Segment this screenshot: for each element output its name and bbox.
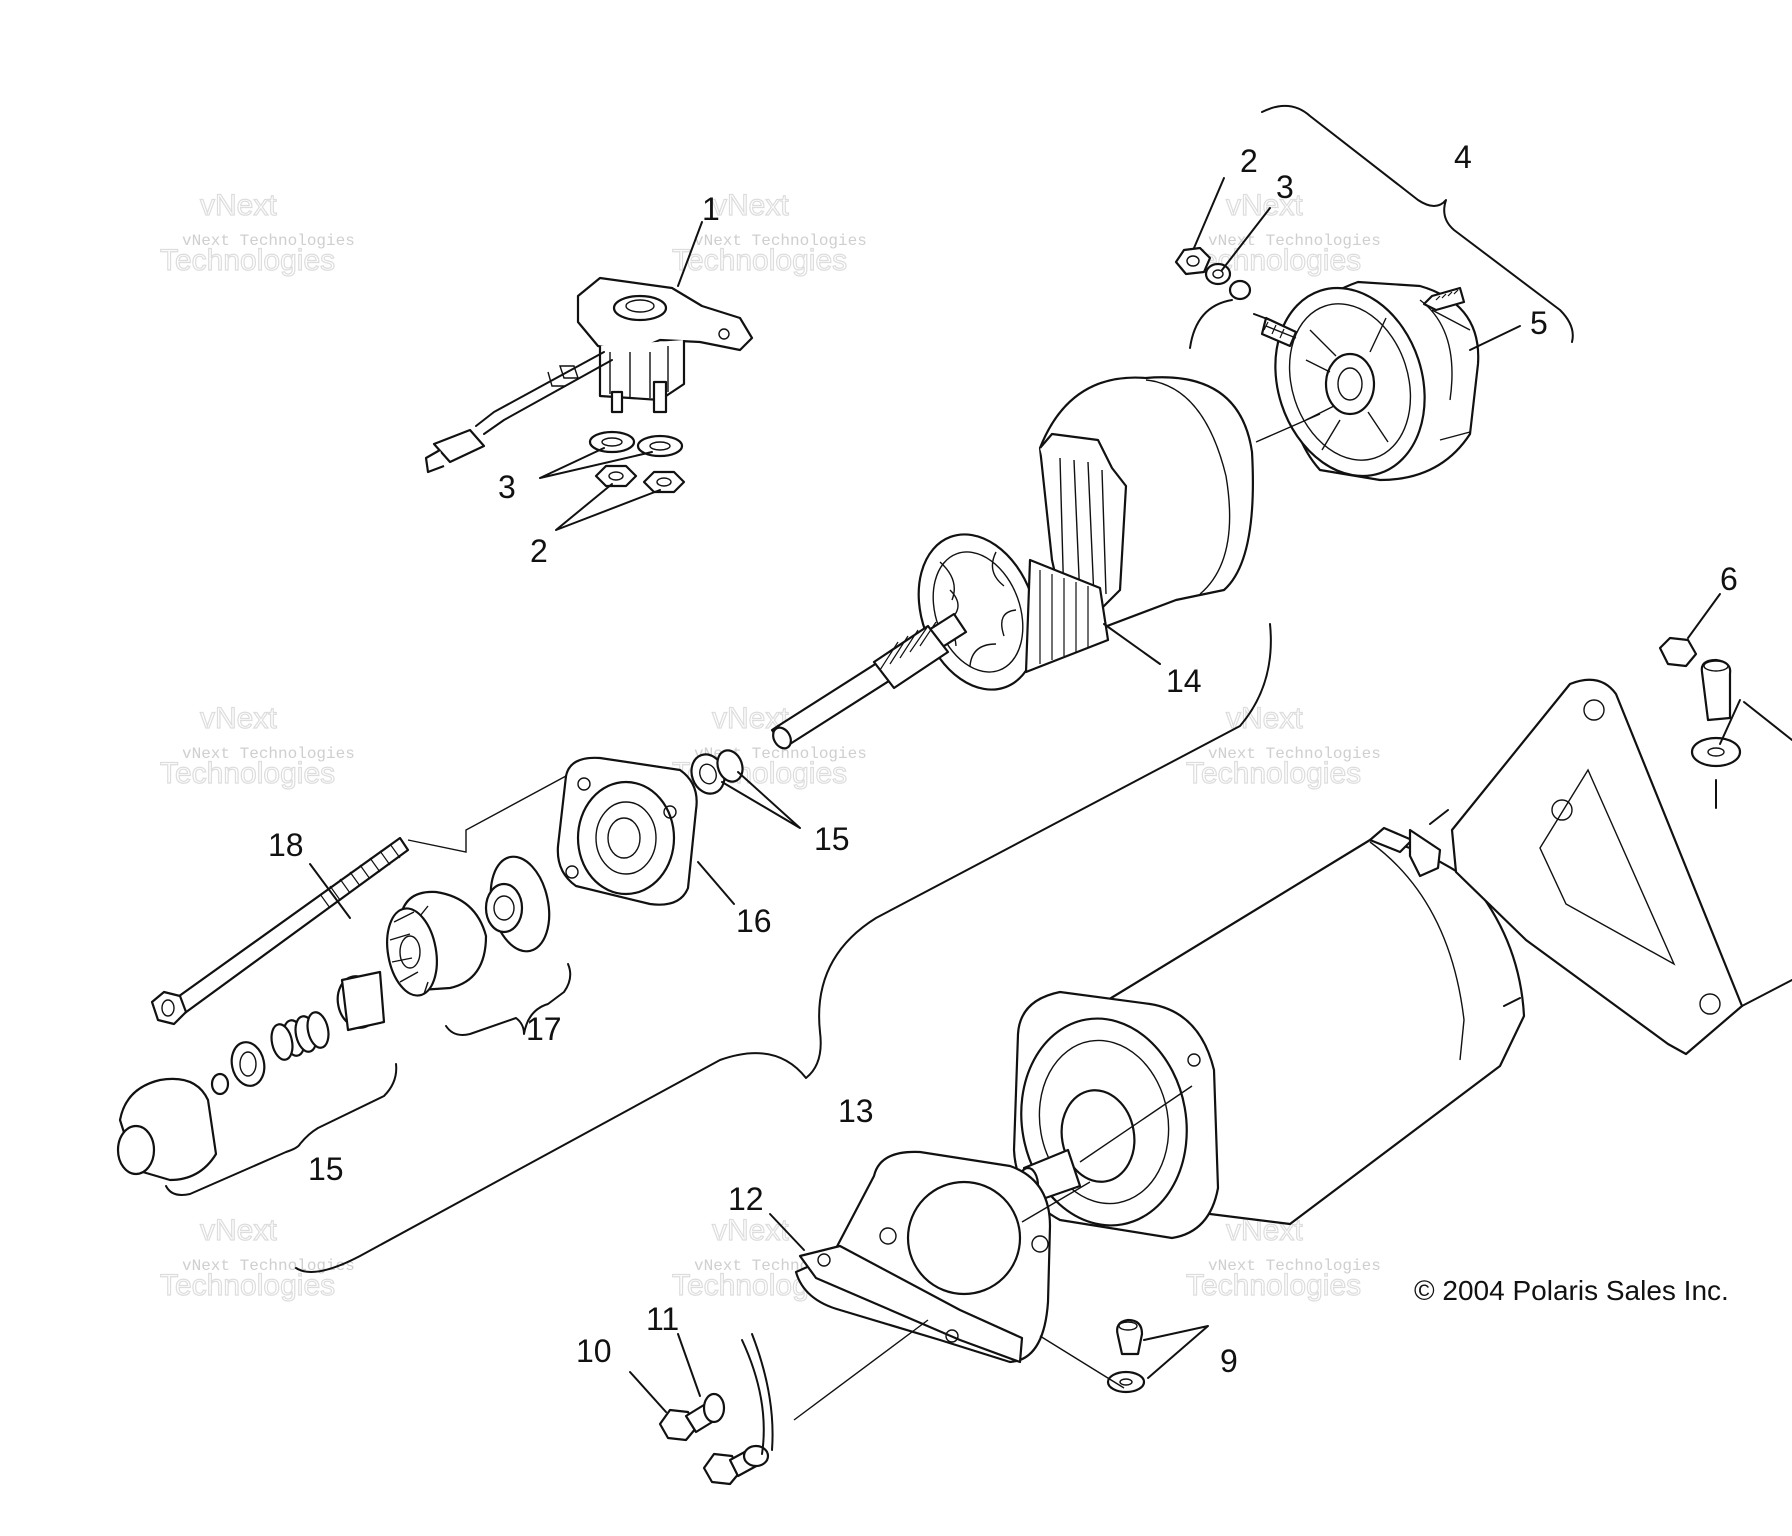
watermark-7: vNext vNext Technologies Technologies [159,1213,355,1302]
watermark-1: vNext vNext Technologies Technologies [159,188,355,277]
watermark-brand: vNext [712,1214,789,1247]
part-armature [770,376,1254,750]
part-pinion-spring-kit [116,970,386,1182]
watermark-tagline: Technologies [160,757,335,790]
callout-17: 17 [526,1011,562,1047]
callout-10: 10 [576,1333,612,1369]
callout-11: 11 [646,1301,679,1337]
part-drive-end-plate [556,756,698,906]
part-end-cap-hardware [1174,246,1252,349]
callout-14: 14 [1166,663,1202,699]
callout-6: 6 [1720,561,1738,597]
guide-lines [407,325,1717,1421]
part-bolts-10-11 [658,1333,774,1486]
watermark-company: vNext Technologies [1208,232,1381,250]
part-starter-assembly [1012,809,1526,1240]
watermark-company: vNext Technologies [1208,1257,1381,1275]
part-solenoid [424,276,754,474]
callout-2-lower: 2 [530,533,548,569]
watermark-tagline: Technologies [160,244,335,277]
watermark-tagline: Technologies [672,244,847,277]
watermark-4: vNext vNext Technologies Technologies [159,701,355,790]
watermark-layer: vNext vNext Technologies Technologies vN… [159,188,1381,1302]
brace-4 [1261,105,1574,343]
callout-labels: 1 2 3 4 5 3 2 6 14 18 15 16 17 13 15 12 … [268,139,1738,1379]
watermark-company: vNext Technologies [182,1257,355,1275]
part-screw-washer-9 [1106,1318,1146,1394]
part-end-cap [1253,280,1480,482]
callout-16: 16 [736,903,772,939]
callout-3: 3 [1276,169,1294,205]
brace-15-lower [165,1063,398,1196]
part-through-bolt [150,836,410,1026]
watermark-brand: vNext [200,702,277,735]
watermark-3: vNext vNext Technologies Technologies [1185,188,1381,277]
copyright-notice: © 2004 Polaris Sales Inc. [1414,1275,1729,1306]
callout-9: 9 [1220,1343,1238,1379]
part-side-bracket [1450,636,1792,1056]
watermark-brand: vNext [1226,189,1303,222]
callout-2: 2 [1240,143,1258,179]
callout-4: 4 [1454,139,1472,175]
part-mount-bracket [794,1150,1052,1364]
watermark-brand: vNext [200,189,277,222]
watermark-brand: vNext [712,189,789,222]
watermark-company: vNext Technologies [182,745,355,763]
callout-3-lower: 3 [498,469,516,505]
part-solenoid-hardware [588,430,686,494]
callout-1: 1 [702,191,720,227]
watermark-company: vNext Technologies [1208,745,1381,763]
watermark-tagline: Technologies [1186,757,1361,790]
watermark-brand: vNext [200,1214,277,1247]
watermark-tagline: Technologies [1186,1269,1361,1302]
callout-12: 12 [728,1181,764,1217]
watermark-company: vNext Technologies [694,232,867,250]
callout-13: 13 [838,1093,874,1129]
watermark-6: vNext vNext Technologies Technologies [1185,701,1381,790]
watermark-company: vNext Technologies [182,232,355,250]
callout-18: 18 [268,827,304,863]
part-drive-pinion [386,855,551,997]
part-thrust-washers [690,749,744,795]
callout-5: 5 [1530,305,1548,341]
callout-15-lower: 15 [308,1151,344,1187]
brace-13 [295,623,1272,1273]
watermark-9: vNext vNext Technologies Technologies [1185,1213,1381,1302]
watermark-brand: vNext [1226,702,1303,735]
watermark-tagline: Technologies [160,1269,335,1302]
leader-lines [309,177,1792,1413]
brace-17 [445,963,572,1036]
callout-15-upper: 15 [814,821,850,857]
watermark-2: vNext vNext Technologies Technologies [671,188,867,277]
